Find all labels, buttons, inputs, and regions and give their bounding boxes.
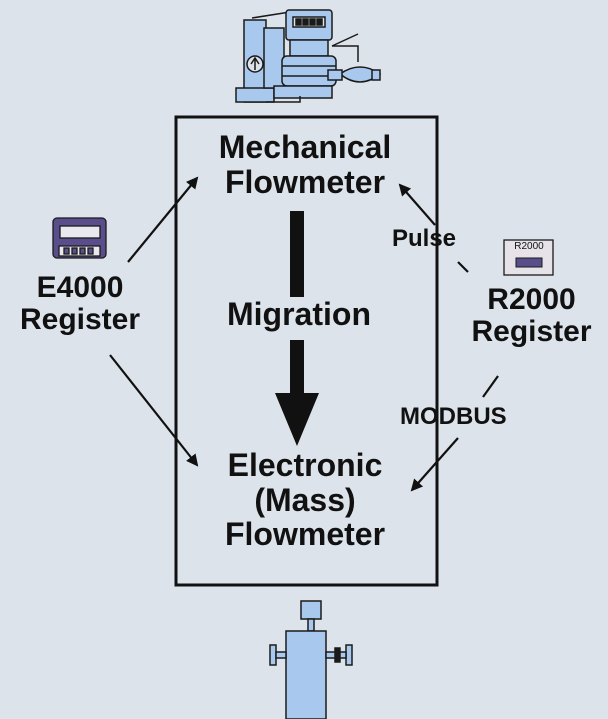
- central-box: [174, 115, 439, 587]
- e4000-register-label: E4000 Register: [5, 271, 155, 337]
- mechanical-flowmeter-icon: [235, 9, 382, 103]
- electronic-line2: (Mass): [254, 481, 356, 518]
- electronic-flowmeter-label: Electronic (Mass) Flowmeter: [190, 448, 420, 552]
- mechanical-flowmeter-label: Mechanical Flowmeter: [190, 130, 420, 199]
- arrow-r2000-to-mechanical: [398, 183, 436, 226]
- arrow-r2000-modbus-upper: [482, 375, 499, 398]
- migration-label: Migration: [215, 297, 383, 332]
- electronic-line1: Electronic: [227, 447, 383, 483]
- e4000-line1: E4000: [36, 271, 124, 304]
- r2000-line2: Register: [471, 315, 592, 349]
- r2000-register-label: R2000 Register: [455, 283, 608, 349]
- pulse-label: Pulse: [392, 225, 457, 252]
- arrow-e4000-to-electronic: [109, 354, 199, 467]
- r2000-line1: R2000: [487, 283, 576, 316]
- electronic-line3: Flowmeter: [224, 516, 386, 553]
- mechanical-line1: Mechanical: [218, 129, 392, 165]
- e4000-register-icon: [52, 217, 107, 259]
- arrow-e4000-to-mechanical: [127, 176, 199, 263]
- modbus-label: MODBUS: [400, 403, 507, 430]
- arrow-r2000-pulse-lower: [457, 261, 469, 273]
- r2000-register-icon: [503, 239, 554, 276]
- arrow-r2000-to-electronic: [410, 437, 459, 492]
- r2000-device-text: R2000: [514, 241, 544, 252]
- migration-arrow: [275, 211, 319, 446]
- e4000-line2: Register: [19, 303, 141, 337]
- mechanical-line2: Flowmeter: [224, 163, 386, 200]
- mass-flowmeter-icon: [269, 600, 353, 719]
